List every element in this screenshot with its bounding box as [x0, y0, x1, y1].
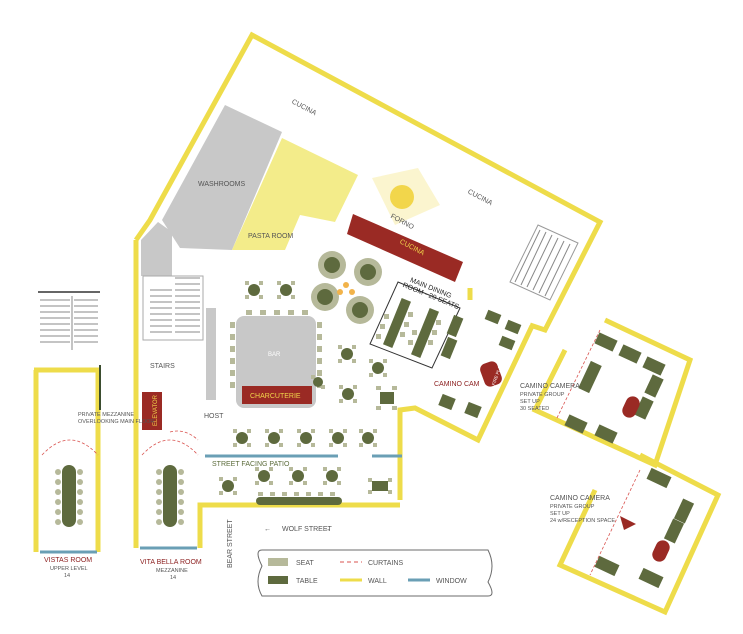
legend-window-label: WINDOW [436, 578, 467, 585]
table [323, 467, 341, 485]
table [338, 345, 356, 363]
elevator [142, 392, 162, 430]
table [255, 467, 273, 485]
kitchen-stairs [509, 224, 579, 301]
table [289, 467, 307, 485]
table [219, 477, 237, 495]
camino-camera-2-sub1: PRIVATE GROUP [550, 504, 595, 510]
round-tables [311, 251, 382, 324]
table [329, 429, 347, 447]
table [339, 385, 357, 403]
camino-camera-1-sub1: PRIVATE GROUP [520, 392, 565, 398]
legend: SEAT TABLE CURTAINS WALL WINDOW [257, 549, 493, 597]
legend-seat-label: SEAT [296, 560, 314, 567]
patio-banquette [256, 497, 342, 505]
legend-table-swatch [268, 576, 288, 584]
legend-curtains-label: CURTAINS [368, 560, 403, 567]
table [369, 359, 387, 377]
private-mezzanine-label-2: OVERLOOKING MAIN FLOOR [78, 419, 154, 425]
bar-area [236, 316, 316, 408]
legend-wall-label: WALL [368, 578, 387, 585]
vita-bella-sub: MEZZANINE [156, 568, 188, 574]
vita-bella-count: 14 [170, 575, 176, 581]
stairs-label: STAIRS [150, 363, 175, 370]
vistas-room-title: VISTAS ROOM [44, 557, 92, 564]
private-mezzanine-label-1: PRIVATE MEZZANINE [78, 412, 134, 418]
table [359, 429, 377, 447]
pasta-room-label: PASTA ROOM [248, 233, 293, 240]
wolf-street-label: WOLF STREET [282, 526, 333, 533]
cucina-right-label: CUCINA [466, 188, 493, 207]
camino-camera-2-sub3: 24 w/RECEPTION SPACE [550, 518, 615, 524]
camino-camera-2-title: CAMINO CAMERA [550, 495, 610, 502]
vita-bella-table [156, 465, 184, 527]
main-dining-tables [376, 297, 522, 419]
table [311, 375, 325, 389]
cucina-counter [347, 214, 463, 282]
cucina-top-label: CUCINA [290, 98, 317, 117]
main-stairs [142, 275, 204, 341]
wolf-street-arrow-right: → [324, 526, 331, 533]
table [265, 429, 283, 447]
table [233, 429, 251, 447]
legend-table-label: TABLE [296, 578, 318, 585]
pasta-room-area [232, 138, 358, 250]
legend-frame [257, 549, 493, 597]
camino-cam-label: CAMINO CAM [434, 381, 480, 388]
camino-camera-1-tables [564, 332, 666, 444]
charcuterie-counter [242, 386, 312, 404]
charcuterie-label: CHARCUTERIE [250, 393, 301, 400]
vistas-room-sub: UPPER LEVEL [50, 566, 88, 572]
table [297, 429, 315, 447]
camino-camera-2-tables [594, 467, 695, 589]
legend-seat-swatch [268, 558, 288, 566]
host-stand [206, 308, 216, 400]
vistas-room-count: 14 [64, 573, 70, 579]
street-patio-label: STREET FACING PATIO [212, 461, 290, 468]
washrooms-label: WASHROOMS [198, 181, 246, 188]
camino-camera-1-title: CAMINO CAMERA [520, 383, 580, 390]
patio-banquette-seats [258, 492, 335, 496]
bear-street-label: BEAR STREET [227, 519, 234, 568]
wolf-street-arrow-left: ← [264, 526, 271, 533]
camino-camera-2-walls [556, 452, 722, 616]
camino-camera-1-sub2: SET UP [520, 399, 540, 405]
vita-bella-title: VITA BELLA ROOM [140, 559, 202, 566]
camino-camera-1-sub3: 30 SEATED [520, 406, 549, 412]
table [368, 478, 392, 494]
table [245, 281, 263, 299]
vistas-stairs [38, 291, 100, 350]
host-label: HOST [204, 413, 224, 420]
washrooms-area [162, 105, 282, 250]
main-dining-outline [369, 281, 461, 369]
vistas-table [55, 465, 83, 527]
bar-seats [230, 310, 322, 388]
forno-oven [390, 185, 414, 209]
camino-camera-2-sub2: SET UP [550, 511, 570, 517]
elevator-label: ELEVATOR [153, 394, 159, 426]
bar-label: BAR [268, 352, 281, 358]
dining-tables [219, 281, 392, 495]
fire-place-main [480, 361, 502, 387]
left-service-wall [141, 222, 172, 276]
vistas-room-walls [33, 367, 101, 552]
table [277, 281, 295, 299]
curtains [41, 329, 641, 576]
